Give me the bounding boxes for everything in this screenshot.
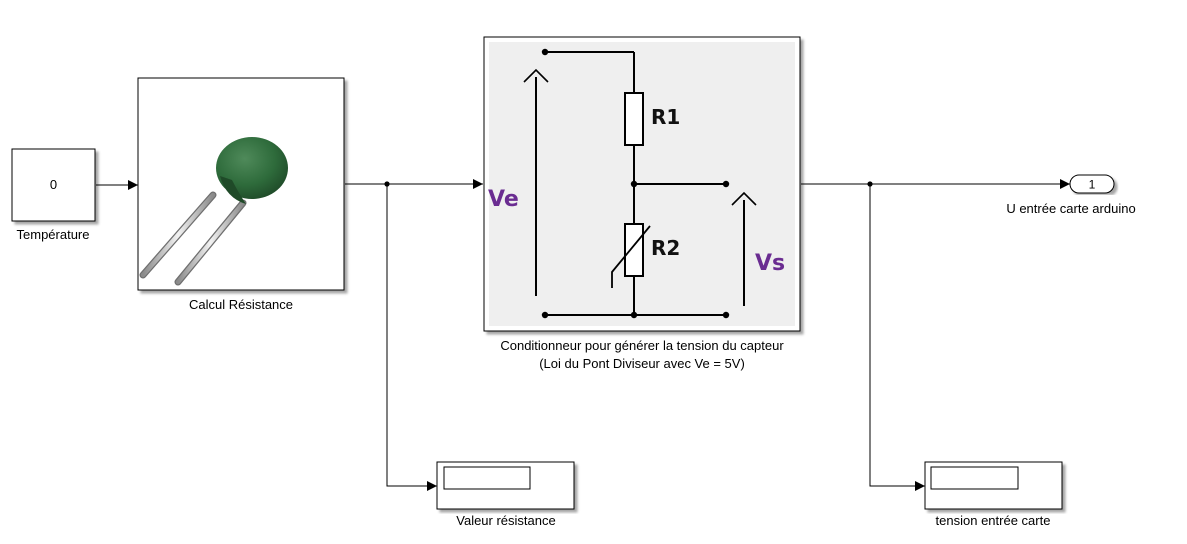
- display-resistance-field: [444, 467, 530, 489]
- conditionneur-label-line2: (Loi du Pont Diviseur avec Ve = 5V): [539, 356, 745, 371]
- calcul-resistance-block[interactable]: [138, 78, 344, 290]
- display-tension-block[interactable]: [925, 462, 1062, 509]
- conditionneur-label-line1: Conditionneur pour générer la tension du…: [500, 338, 783, 353]
- outport-label: U entrée carte arduino: [1006, 201, 1135, 216]
- signal-branch-tension[interactable]: [870, 184, 925, 486]
- signal-branch-resistance[interactable]: [387, 184, 437, 486]
- temperature-label: Température: [17, 227, 90, 242]
- r2-thermistor: [625, 224, 643, 276]
- outport-number: 1: [1089, 178, 1096, 192]
- r1-label: R1: [651, 105, 680, 129]
- outport-block[interactable]: 1: [1070, 175, 1114, 193]
- ve-label: Ve: [488, 187, 519, 212]
- display-tension-label: tension entrée carte: [936, 513, 1051, 528]
- r1-resistor: [625, 93, 643, 145]
- calcul-resistance-label: Calcul Résistance: [189, 297, 293, 312]
- branch-point-resistance: [384, 181, 389, 186]
- branch-point-tension: [867, 181, 872, 186]
- r2-label: R2: [651, 236, 680, 260]
- vs-label: Vs: [755, 251, 785, 276]
- display-resistance-label: Valeur résistance: [456, 513, 555, 528]
- display-tension-field: [931, 467, 1018, 489]
- display-resistance-block[interactable]: [437, 462, 574, 509]
- temperature-value: 0: [12, 177, 95, 192]
- conditionneur-block[interactable]: R1 R2 Ve Vs: [484, 37, 800, 331]
